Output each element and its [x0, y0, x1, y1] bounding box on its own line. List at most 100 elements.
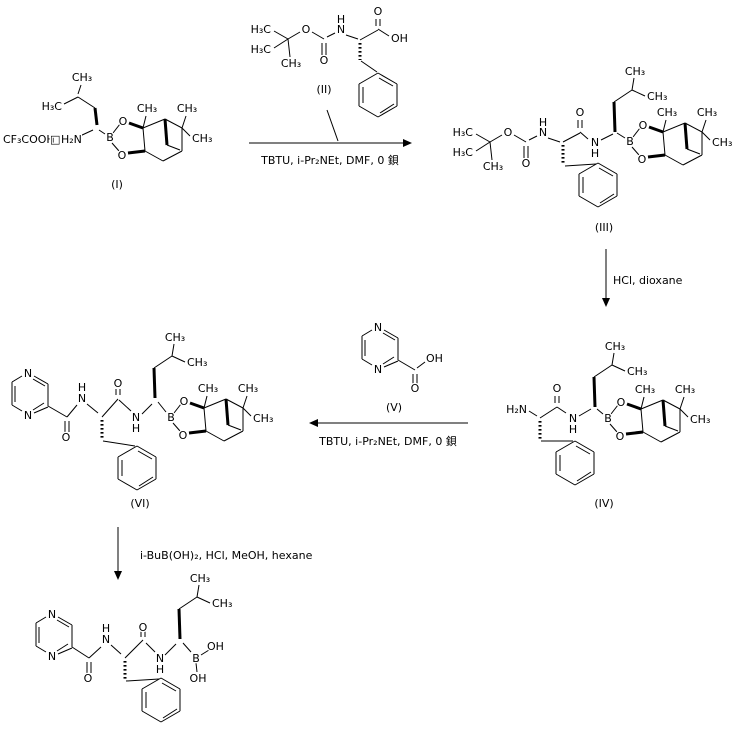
bond	[33, 375, 49, 385]
bond	[77, 96, 96, 109]
stereo-wedge-bond	[648, 125, 664, 134]
atom-label: N	[337, 23, 345, 36]
atom-label: O	[114, 377, 123, 390]
bond	[311, 31, 325, 40]
bond	[679, 396, 685, 410]
arrowhead	[309, 419, 318, 427]
atom-label: O	[62, 431, 71, 444]
bond	[686, 148, 701, 155]
bond	[35, 616, 47, 624]
bond	[611, 364, 626, 372]
atom-label: CH₃	[625, 65, 645, 78]
bond	[33, 406, 49, 414]
atom-label: B	[604, 412, 612, 425]
bond	[141, 403, 153, 415]
bond	[358, 105, 379, 118]
bond	[378, 77, 394, 87]
stereo-wedge-bond	[177, 608, 182, 640]
atom-label: O	[180, 395, 189, 408]
conditions-label: TBTU, i-Pr₂NEt, DMF, 0 鋇	[260, 153, 399, 167]
bond	[223, 430, 244, 442]
atom-label: N	[591, 136, 599, 149]
atom-label: N	[48, 650, 56, 663]
bond	[701, 131, 711, 141]
bond	[662, 131, 666, 156]
atom-label: CH₃	[212, 597, 232, 610]
bond	[136, 478, 157, 491]
bond	[171, 343, 175, 357]
atom-label: O	[411, 382, 420, 395]
conditions-label: i-BuB(OH)₂, HCl, MeOH, hexane	[140, 549, 313, 562]
atom-label: H₂N	[61, 133, 82, 146]
bond	[377, 28, 390, 37]
bond	[227, 424, 242, 431]
bond	[124, 639, 144, 659]
atom-label: O	[118, 149, 127, 162]
bond	[142, 127, 146, 152]
bond	[489, 134, 503, 143]
atom-label: CH₃	[690, 413, 710, 426]
bond	[112, 123, 121, 134]
atom-label: H	[156, 663, 164, 676]
stereo-wedge-bond	[612, 101, 617, 133]
atom-label: CH₃	[627, 365, 647, 378]
atom-label: H₃C	[42, 100, 63, 113]
bond	[225, 398, 244, 409]
bond	[203, 395, 208, 409]
compound-label-I: (I)	[111, 178, 123, 191]
bond	[111, 142, 120, 152]
atom-label: O	[504, 126, 513, 139]
bond	[684, 122, 703, 133]
bond	[597, 162, 618, 175]
bond	[377, 105, 398, 118]
bond	[172, 422, 181, 432]
atom-label: OH	[190, 672, 207, 685]
bond	[203, 407, 207, 432]
bond	[138, 476, 154, 487]
stereo-wedge-bond	[93, 107, 99, 126]
bond	[382, 356, 395, 365]
atom-label: B	[106, 131, 114, 144]
bond	[578, 195, 599, 208]
bond	[578, 408, 592, 417]
atom-label: H₃C	[453, 126, 474, 139]
atom-label: CH₃	[190, 572, 210, 585]
atom-label: B	[626, 135, 634, 148]
bond	[205, 430, 225, 442]
bond	[597, 195, 618, 208]
bond	[164, 118, 183, 129]
bond	[664, 154, 684, 166]
bond	[32, 378, 46, 387]
bond	[377, 72, 398, 85]
atom-label: B	[167, 411, 175, 424]
bond	[141, 710, 162, 723]
bond	[196, 596, 211, 604]
conditions-label: HCl, dioxane	[613, 274, 683, 287]
bond	[195, 662, 198, 673]
bond	[383, 329, 399, 339]
bond	[600, 133, 614, 141]
bond	[157, 401, 167, 413]
reaction-arrow-step-3: TBTU, i-Pr₂NEt, DMF, 0 鋇	[309, 419, 468, 448]
bond	[593, 364, 613, 378]
atom-label: H	[569, 423, 577, 436]
bond	[125, 678, 160, 682]
bond	[57, 616, 73, 626]
bond	[196, 584, 200, 598]
bond	[273, 30, 289, 40]
stereo-wedge-bond	[189, 401, 205, 410]
bond	[79, 129, 94, 137]
bond	[564, 163, 597, 167]
bond	[359, 29, 379, 41]
bond	[182, 642, 192, 653]
atom-label: OH	[391, 32, 408, 45]
bond	[701, 119, 707, 133]
bond	[416, 361, 426, 369]
atom-label: N	[374, 363, 382, 376]
atom-label: O	[616, 430, 625, 443]
bond	[162, 708, 178, 719]
bond	[117, 478, 138, 491]
atom-label: N	[78, 392, 86, 405]
